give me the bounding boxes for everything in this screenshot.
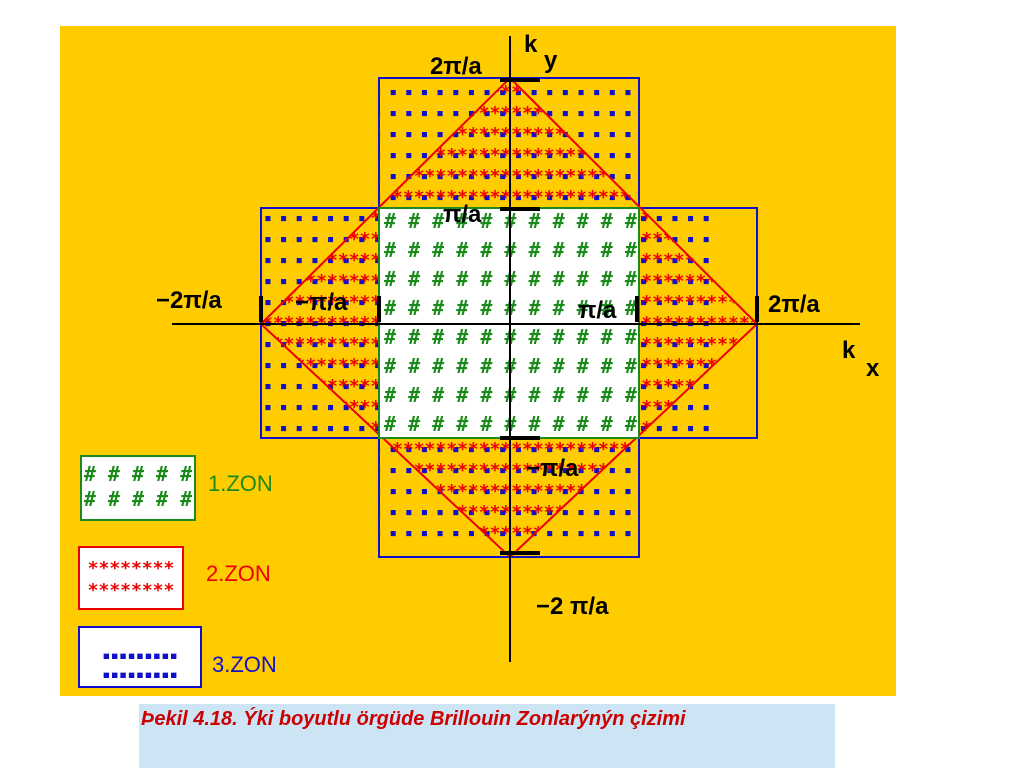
tick-marks xyxy=(259,78,759,555)
zone1-hash-row: # # # # # # # # # # # # # # # # # # # # … xyxy=(384,412,1022,436)
kx-axis-label: k xyxy=(842,337,856,364)
legend-swatch-zone2 xyxy=(78,546,184,610)
legend-swatch-zone1-line2: # # # # # xyxy=(84,487,192,511)
label-left-pi: −π/a xyxy=(295,289,348,316)
label-top-2pi: 2π/a xyxy=(430,53,482,80)
legend: # # # # # # # # # # 1.ZON ******** *****… xyxy=(78,455,277,688)
legend-item-zone2: ******** ******** 2.ZON xyxy=(78,546,271,610)
label-bottom-2pi: −2 π/a xyxy=(536,593,609,620)
legend-swatch-zone2-line1: ******** xyxy=(88,558,175,579)
legend-label-zone1: 1.ZON xyxy=(208,471,273,496)
zone1-hash-row: # # # # # # # # # # # # # # # # # # # # … xyxy=(384,354,1022,378)
legend-swatch-zone1-line1: # # # # # xyxy=(84,462,192,486)
legend-swatch-zone2-line2: ******** xyxy=(88,580,175,601)
legend-swatch-zone3 xyxy=(78,626,202,688)
zone1-hash-pattern: # # # # # # # # # # # # # # # # # # # # … xyxy=(384,209,1022,436)
legend-swatch-zone3-line2: ▪▪▪▪▪▪▪▪▪ xyxy=(102,667,178,683)
ky-axis-label: k xyxy=(524,31,538,58)
zone1-hash-row: # # # # # # # # # # # # # # # # # # # # … xyxy=(384,238,1022,262)
legend-label-zone3: 3.ZON xyxy=(212,652,277,677)
label-top-pi: π/a xyxy=(443,201,482,228)
zone1-hash-row: # # # # # # # # # # # # # # # # # # # # … xyxy=(384,325,1022,349)
label-bottom-pi: −π/a xyxy=(526,455,579,482)
zone1-hash-row: # # # # # # # # # # # # # # # # # # # # … xyxy=(384,296,1022,320)
label-right-pi: π/a xyxy=(578,297,617,324)
kx-axis-subscript: x xyxy=(866,355,880,382)
legend-item-zone1: # # # # # # # # # # 1.ZON xyxy=(80,455,273,521)
legend-swatch-zone3-line1: ▪▪▪▪▪▪▪▪▪ xyxy=(102,648,178,664)
ky-axis-subscript: y xyxy=(544,47,558,74)
zone1-hash-row: # # # # # # # # # # # # # # # # # # # # … xyxy=(384,209,1022,233)
figure-caption: Þekil 4.18. Ýki boyutlu örgüde Brillouin… xyxy=(139,704,835,768)
zone1-hash-row: # # # # # # # # # # # # # # # # # # # # … xyxy=(384,267,1022,291)
label-right-2pi: 2π/a xyxy=(768,291,820,318)
legend-swatch-zone1 xyxy=(80,455,196,521)
label-left-2pi: −2π/a xyxy=(156,287,222,314)
legend-label-zone2: 2.ZON xyxy=(206,561,271,586)
zone1-hash-row: # # # # # # # # # # # # # # # # # # # # … xyxy=(384,383,1022,407)
legend-item-zone3: ▪▪▪▪▪▪▪▪▪ ▪▪▪▪▪▪▪▪▪ 3.ZON xyxy=(78,626,277,688)
